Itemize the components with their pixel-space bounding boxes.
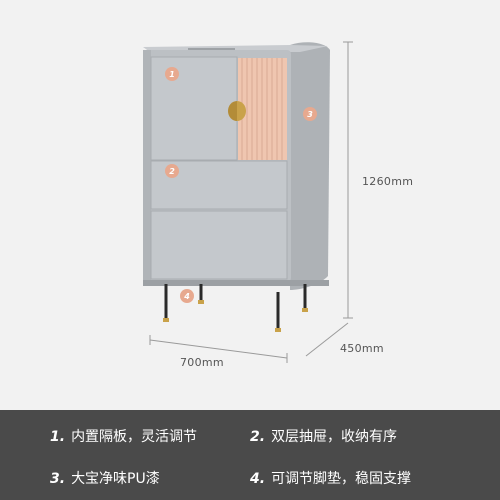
depth-line <box>305 322 349 357</box>
legs <box>164 284 307 330</box>
door-handle <box>237 101 246 121</box>
feature-text: 内置隔板，灵活调节 <box>71 429 198 445</box>
feature-footer: 1. 内置隔板，灵活调节 2. 双层抽屉，收纳有序 3. 大宝净味PU漆 4. 可调节脚… <box>0 410 500 500</box>
cabinet-side-panel <box>290 42 330 291</box>
callout-badge-2: 2 <box>165 164 179 178</box>
feature-item-3: 3. 大宝净味PU漆 <box>50 468 160 488</box>
callout-badge-4: 4 <box>180 289 194 303</box>
feature-item-2: 2. 双层抽屉，收纳有序 <box>250 426 397 446</box>
width-dimension-label: 700mm <box>180 356 224 369</box>
height-dimension-label: 1260mm <box>362 175 414 188</box>
dimension-lines <box>149 41 353 363</box>
feature-item-4: 4. 可调节脚垫，稳固支撑 <box>250 468 411 488</box>
callout-badge-3: 3 <box>303 107 317 121</box>
depth-dimension-label: 450mm <box>340 342 384 355</box>
cabinet-illustration <box>143 41 353 363</box>
feature-item-1: 1. 内置隔板，灵活调节 <box>50 426 197 446</box>
upper-door <box>150 56 238 161</box>
feature-number: 1. <box>50 429 66 445</box>
door-handle-back <box>228 101 237 121</box>
feature-text: 可调节脚垫，稳固支撑 <box>271 471 412 487</box>
feature-text: 双层抽屉，收纳有序 <box>271 429 398 445</box>
drawer-lower <box>150 210 288 280</box>
feature-number: 3. <box>50 471 66 487</box>
fluted-panel <box>238 58 287 160</box>
cabinet-frame-left <box>143 50 151 282</box>
product-scene: 1 2 3 4 1260mm 700mm 450mm <box>143 41 414 369</box>
flute-grooves <box>241 58 283 160</box>
cabinet-base <box>143 280 329 286</box>
feature-text: 大宝净味PU漆 <box>71 471 160 487</box>
leg-feet <box>163 300 308 332</box>
width-line <box>149 339 288 359</box>
callout-badge-1: 1 <box>165 67 179 81</box>
feature-number: 2. <box>250 429 266 445</box>
feature-number: 4. <box>250 471 266 487</box>
